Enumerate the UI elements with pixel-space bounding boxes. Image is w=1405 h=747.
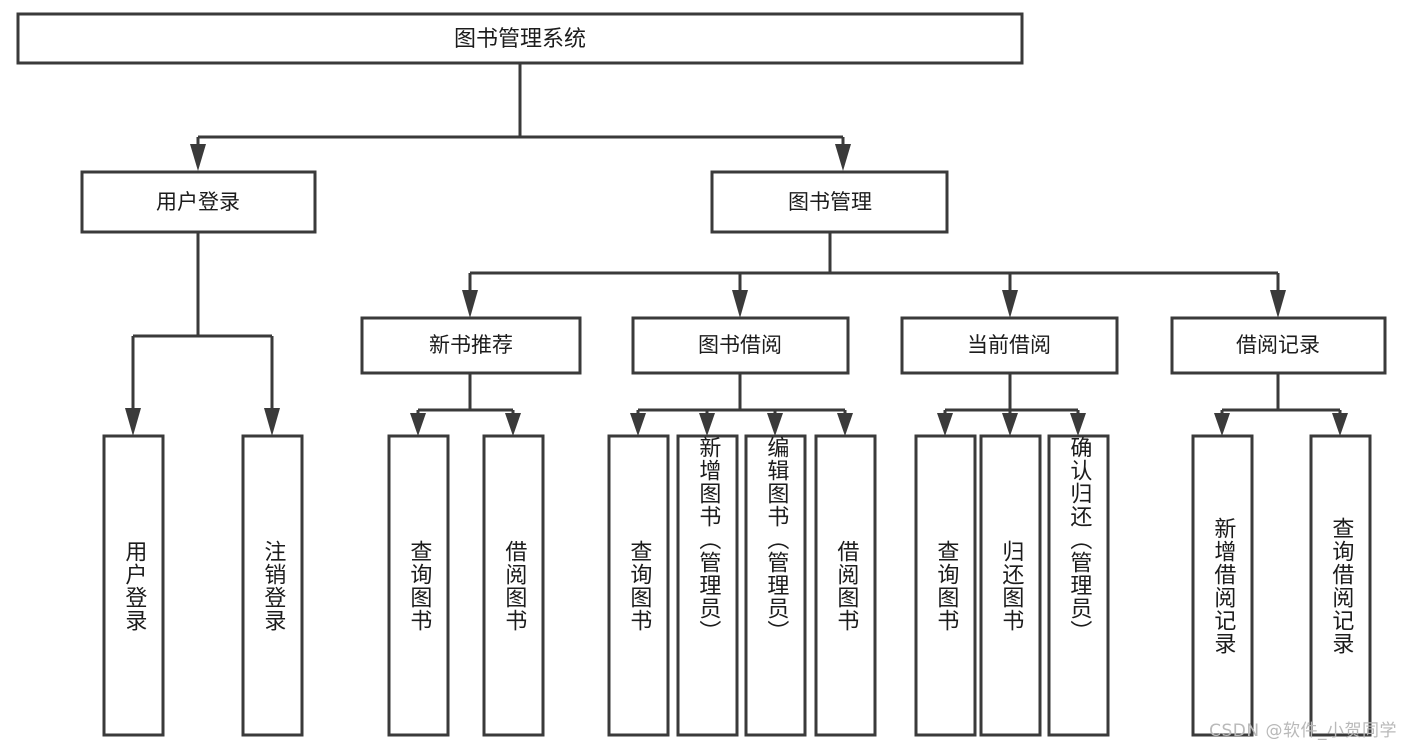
node-book-borrow-label: 图书借阅 (698, 333, 782, 357)
connector-current-borrow-to-leaves (937, 373, 1086, 436)
leaf-box[interactable] (102, 434, 165, 737)
leaf-box[interactable] (914, 434, 977, 737)
connector-book-manage-to-level3 (462, 232, 1286, 318)
node-user-login-label: 用户登录 (156, 190, 240, 214)
leaf-box[interactable] (387, 434, 450, 737)
connector-user-login-to-leaves (125, 232, 280, 436)
node-current-borrow[interactable]: 当前借阅 (900, 316, 1119, 375)
leaf-box[interactable] (814, 434, 877, 737)
leaf-box[interactable] (676, 434, 739, 737)
node-book-borrow[interactable]: 图书借阅 (631, 316, 850, 375)
node-user-login[interactable]: 用户登录 (80, 170, 317, 234)
leaf-box[interactable] (744, 434, 807, 737)
leaf-box[interactable] (1309, 434, 1372, 737)
connector-book-borrow-to-leaves (630, 373, 853, 436)
node-root[interactable]: 图书管理系统 (16, 12, 1024, 65)
leaf-box[interactable] (1047, 434, 1110, 737)
leaf-box[interactable] (241, 434, 304, 737)
node-borrow-record-label: 借阅记录 (1236, 333, 1320, 357)
leaf-box[interactable] (979, 434, 1042, 737)
node-new-book-rec-label: 新书推荐 (429, 333, 513, 357)
leaf-boxes (102, 434, 1372, 737)
node-root-label: 图书管理系统 (454, 27, 586, 52)
leaf-box[interactable] (1191, 434, 1254, 737)
node-current-borrow-label: 当前借阅 (967, 333, 1051, 357)
leaf-box[interactable] (607, 434, 670, 737)
connector-new-book-rec-to-leaves (410, 373, 521, 436)
node-borrow-record[interactable]: 借阅记录 (1170, 316, 1387, 375)
node-book-manage[interactable]: 图书管理 (710, 170, 949, 234)
connector-borrow-record-to-leaves (1214, 373, 1348, 436)
watermark: CSDN @软件_小贺同学 (1209, 721, 1397, 741)
connector-root-to-level2 (190, 63, 851, 171)
node-new-book-rec[interactable]: 新书推荐 (360, 316, 582, 375)
leaf-box[interactable] (482, 434, 545, 737)
node-book-manage-label: 图书管理 (788, 190, 872, 214)
